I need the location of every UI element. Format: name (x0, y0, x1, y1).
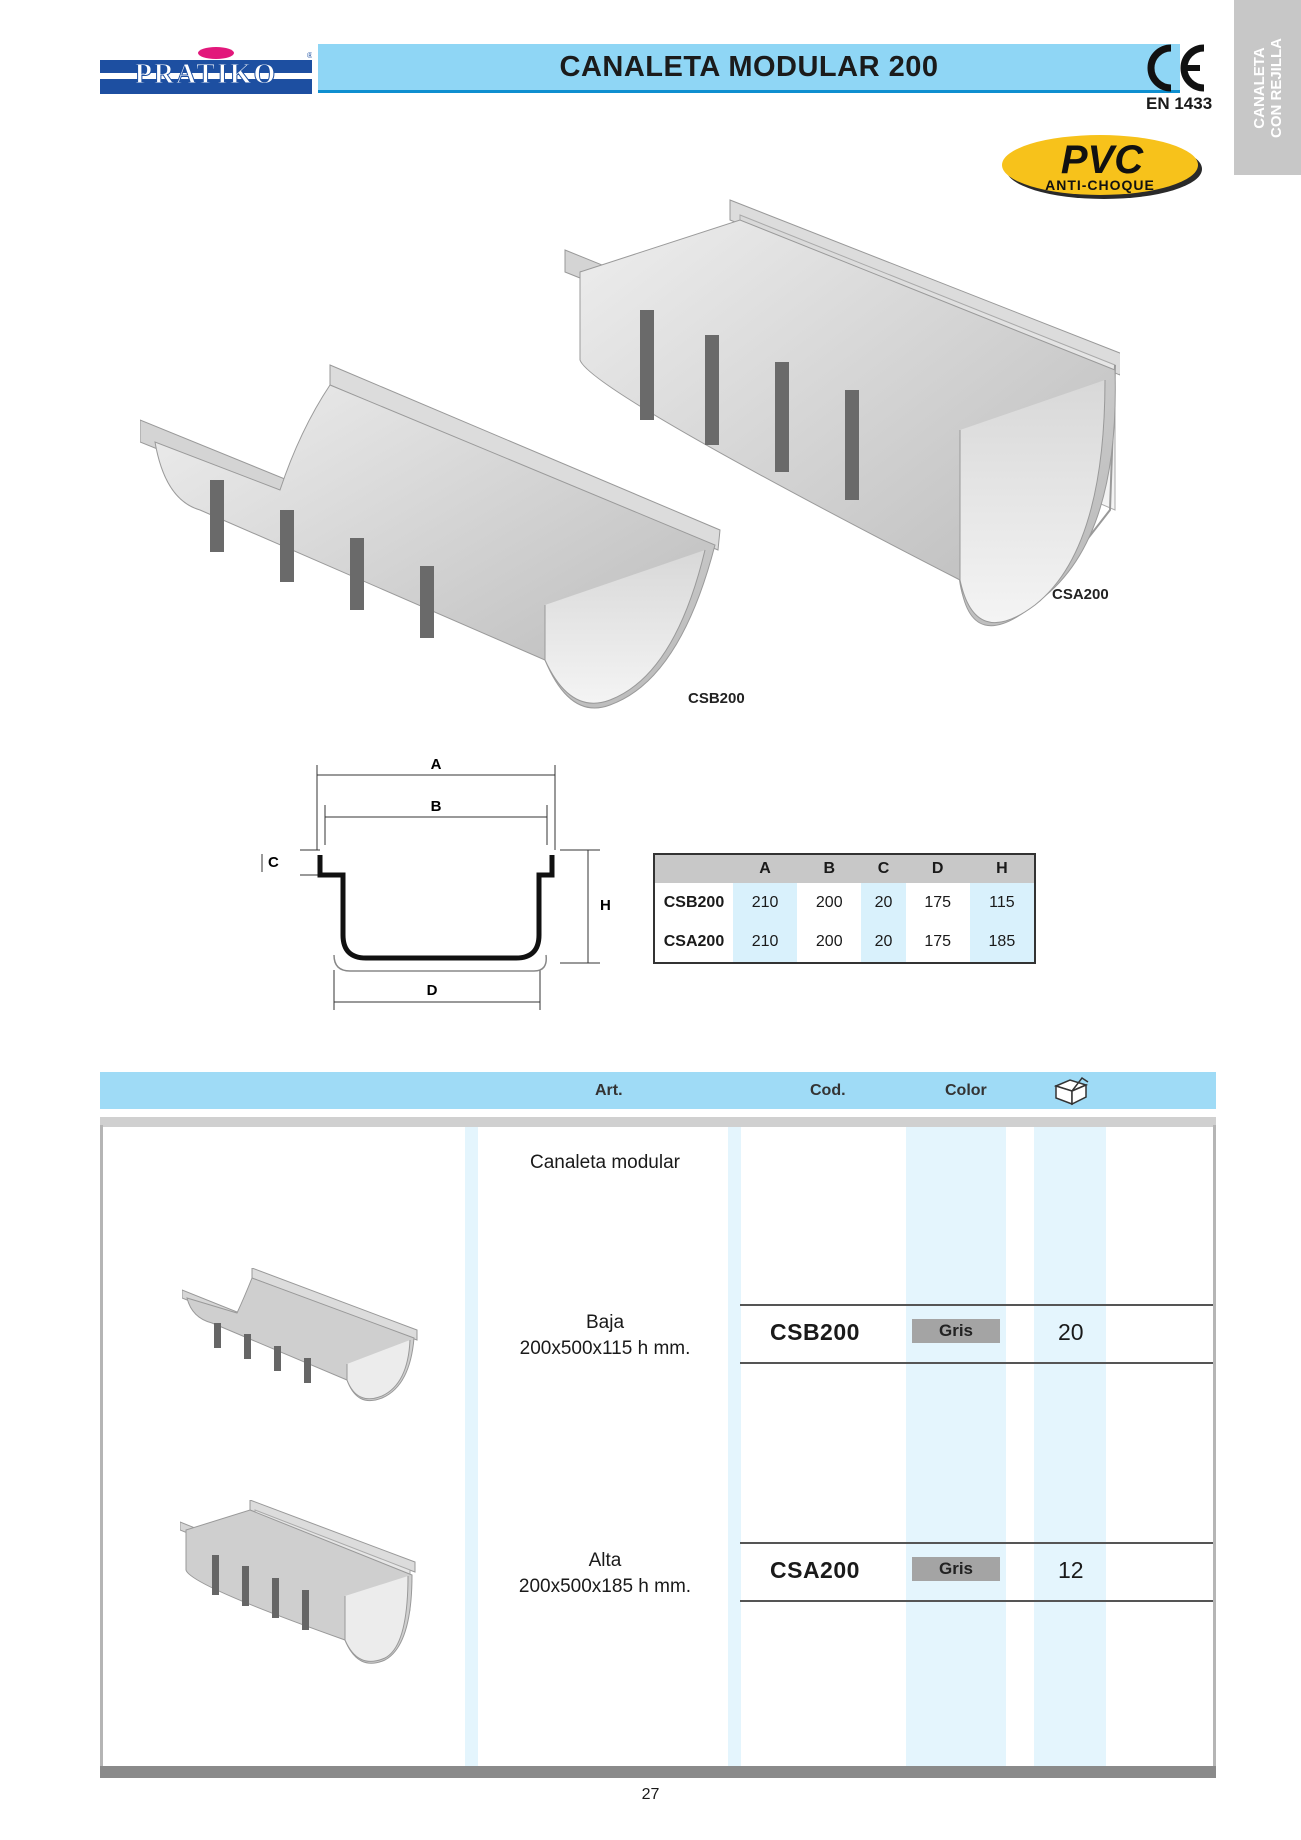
page-title: CANALETA MODULAR 200 (559, 51, 939, 83)
dim-letter-c: C (268, 854, 279, 871)
list-item-qty: 20 (1058, 1319, 1084, 1345)
row-divider (740, 1542, 1213, 1544)
brand-text: PRATIKO (135, 59, 278, 90)
list-item-size: 200x500x115 h mm. (519, 1338, 691, 1359)
page-number: 27 (641, 1786, 660, 1803)
dimensions-table: A B C D H CSB200 210 200 20 175 115 CSA2… (653, 853, 1036, 964)
dimensions-table-header: A B C D H (655, 855, 1034, 883)
table-header-cell: C (861, 855, 906, 883)
product-list-header (100, 1072, 1216, 1109)
dim-letter-b: B (431, 798, 442, 815)
label-csa200: CSA200 (1052, 586, 1109, 603)
dimension-diagram: A B C D H (261, 756, 611, 1010)
pvc-badge-main: PVC (1061, 138, 1144, 182)
table-header-cell: D (905, 855, 970, 883)
dim-letter-h: H (600, 897, 611, 914)
dim-letter-a: A (431, 756, 442, 773)
pvc-badge-sub: ANTI-CHOQUE (1045, 177, 1155, 193)
list-top-border (100, 1117, 1216, 1127)
list-item-name: Baja (585, 1312, 625, 1333)
table-cell-code: CSA200 (663, 933, 725, 951)
channel-csa200-drawing (564, 199, 1120, 627)
dim-letter-d: D (427, 982, 438, 999)
pratiko-logo: PRATIKO ® (100, 47, 312, 94)
group-title: Canaleta modular (530, 1152, 680, 1173)
stripe (1034, 1127, 1106, 1767)
table-header-cell: H (969, 855, 1034, 883)
list-item-code: CSA200 (770, 1557, 860, 1583)
table-cell: 175 (924, 893, 952, 911)
title-bar (318, 44, 1180, 93)
channel-csb200-drawing (140, 364, 721, 709)
row-divider (740, 1362, 1213, 1364)
channel-low-thumbnail (182, 1268, 418, 1402)
table-cell: 185 (969, 922, 1034, 962)
table-row: CSA200 210 200 20 175 185 (655, 922, 1034, 962)
list-item-name: Alta (588, 1550, 622, 1571)
table-row: CSB200 210 200 20 175 115 (655, 883, 1034, 923)
stripe (728, 1127, 741, 1767)
channel-high-thumbnail (180, 1500, 416, 1664)
list-item-qty: 12 (1058, 1557, 1084, 1583)
table-cell: 200 (815, 933, 843, 951)
svg-text:®: ® (307, 51, 312, 60)
product-list (100, 1125, 1216, 1775)
list-bottom-border (100, 1766, 1216, 1778)
channel-products-illustration (140, 199, 1120, 709)
stripe (465, 1127, 478, 1767)
table-cell: 210 (733, 922, 798, 962)
table-cell: 20 (861, 883, 906, 923)
column-header-cod: Cod. (810, 1082, 846, 1099)
color-badge: Gris (912, 1319, 1000, 1343)
list-item-size: 200x500x185 h mm. (518, 1576, 692, 1597)
table-header-cell (655, 855, 733, 883)
label-csb200: CSB200 (688, 690, 745, 707)
standard-label: EN 1433 (1146, 94, 1213, 113)
table-cell: 20 (861, 922, 906, 962)
stripe (906, 1127, 1006, 1767)
list-item-code: CSB200 (770, 1319, 860, 1345)
row-divider (740, 1304, 1213, 1306)
table-cell: 210 (733, 883, 798, 923)
table-cell: 175 (924, 933, 952, 951)
pvc-badge: PVC ANTI-CHOQUE (1002, 135, 1202, 199)
row-divider (740, 1600, 1213, 1602)
table-header-cell: A (733, 855, 798, 883)
color-badge: Gris (912, 1557, 1000, 1581)
table-cell: 200 (815, 893, 843, 911)
table-cell-code: CSB200 (663, 893, 725, 911)
table-header-cell: B (797, 855, 862, 883)
column-header-color: Color (945, 1082, 987, 1099)
column-header-art: Art. (595, 1082, 623, 1099)
box-icon (1053, 1076, 1089, 1106)
table-cell: 115 (969, 883, 1034, 923)
ce-mark-icon (1147, 44, 1205, 92)
